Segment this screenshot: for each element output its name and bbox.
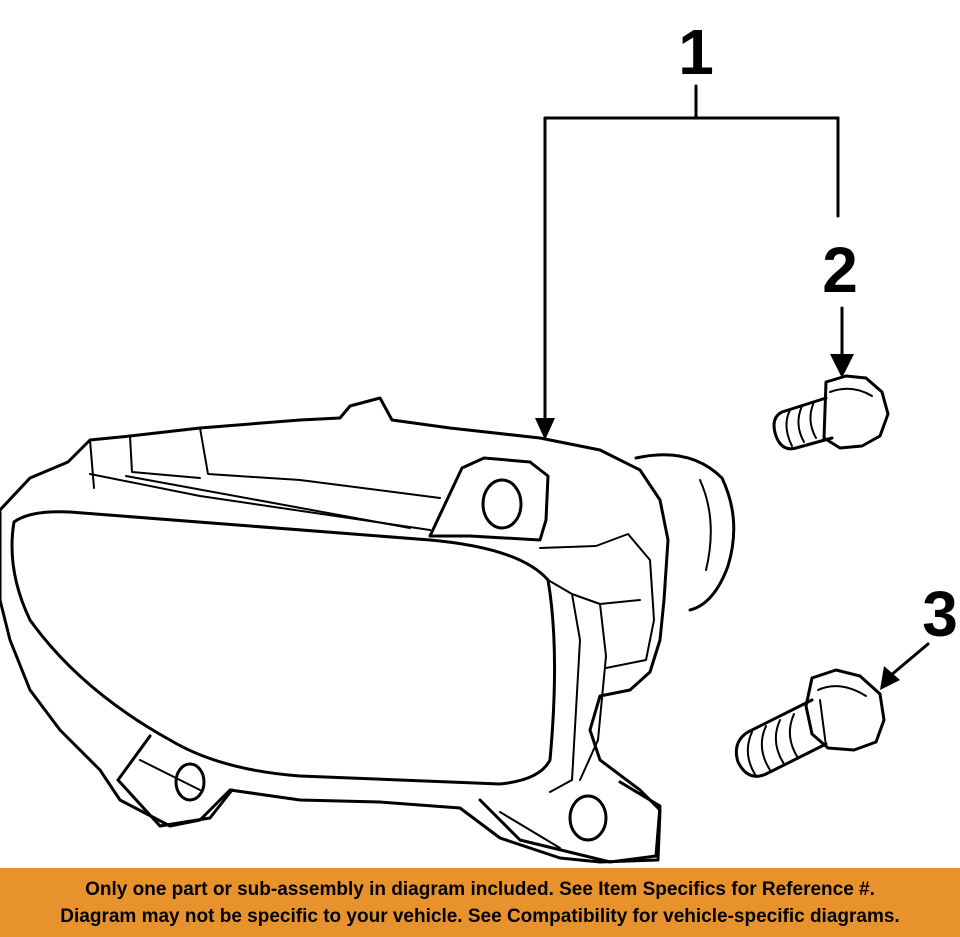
disclaimer-line-1: Only one part or sub-assembly in diagram… bbox=[85, 878, 875, 900]
fog-lamp-drawing bbox=[0, 396, 736, 864]
callout-3: 3 bbox=[922, 578, 958, 650]
bolt-3-drawing bbox=[734, 668, 886, 778]
parts-diagram: 1 2 3 bbox=[0, 16, 958, 864]
callout-3-leader bbox=[880, 642, 930, 690]
callout-2-leader bbox=[830, 306, 854, 378]
callout-1-arrow-to-lamp bbox=[535, 418, 555, 440]
disclaimer-banner: Only one part or sub-assembly in diagram… bbox=[0, 868, 960, 937]
callout-1: 1 bbox=[678, 16, 714, 88]
callout-1-leader bbox=[535, 84, 840, 440]
bolt-2-drawing bbox=[772, 374, 890, 451]
callout-2: 2 bbox=[822, 234, 858, 306]
disclaimer-line-2: Diagram may not be specific to your vehi… bbox=[60, 905, 900, 927]
